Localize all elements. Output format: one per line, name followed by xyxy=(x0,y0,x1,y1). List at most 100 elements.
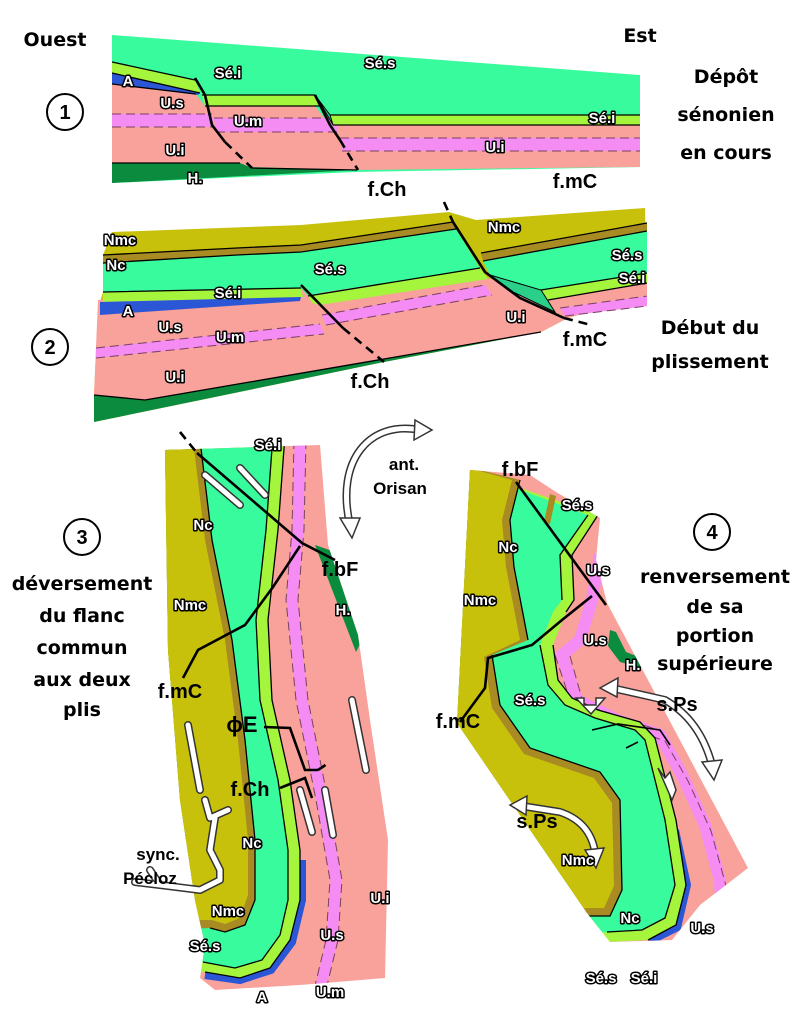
stage-number-circle xyxy=(31,328,69,366)
section-3: Sé.i Nc H. Nmc Nc Nmc Sé.s A U.s U.m U.i… xyxy=(12,418,434,1008)
syncline-arrow-icon xyxy=(609,685,715,768)
layer-label: Nc xyxy=(106,257,125,274)
east-label: Est xyxy=(623,25,656,47)
syncline-label: sync. xyxy=(136,845,179,864)
fault-line-fch-hidden xyxy=(317,760,331,772)
layer-label: A xyxy=(123,73,134,90)
layer-label: H. xyxy=(626,657,641,674)
fault-line-fch-hidden xyxy=(342,326,385,364)
layer-label: U.i xyxy=(165,369,184,386)
stage-number: 3 xyxy=(76,527,87,549)
layer-label: U.i xyxy=(370,890,389,907)
layer-label: A xyxy=(123,303,134,320)
fault-label-fmc: f.mC xyxy=(158,681,202,703)
layer-label: Nmc xyxy=(562,852,595,869)
layer-label: Sé.i xyxy=(619,270,646,287)
layer-label: A xyxy=(257,989,268,1006)
stage-caption: commun xyxy=(37,637,128,659)
layer-label: Sé.s xyxy=(315,261,346,278)
layer-label: H. xyxy=(188,170,203,187)
section-2: Nmc Nc Sé.s Sé.i A U.s U.m U.i Nmc Sé.s … xyxy=(31,201,769,422)
stage-number-circle xyxy=(46,93,84,131)
stage-caption: renversement xyxy=(640,566,790,588)
dashed-boundary xyxy=(112,113,640,152)
anticline-arrow-icon xyxy=(344,426,423,528)
stage-caption: aux deux xyxy=(33,669,131,691)
layer-label: Sé.s xyxy=(586,970,617,987)
layer-label: Sé.i xyxy=(215,65,242,82)
west-label: Ouest xyxy=(24,29,87,51)
fault-label-fbf: f.bF xyxy=(322,559,359,581)
syncline-symbol-icon xyxy=(132,797,231,893)
shear-arrow-icon xyxy=(185,697,369,838)
fault-line-fmc xyxy=(181,545,302,679)
layer-albien xyxy=(204,860,306,985)
fault-line-fmc-hidden xyxy=(563,316,592,327)
layer-label: Nmc xyxy=(488,219,521,236)
fault-line-fch xyxy=(193,77,227,143)
stage-caption: du flanc xyxy=(39,605,124,627)
layer-nc xyxy=(544,494,556,524)
layer-label: H. xyxy=(336,602,351,619)
fault-label-fmc: f.mC xyxy=(553,171,597,193)
layer-label: U.m xyxy=(216,329,244,346)
arrowhead-icon xyxy=(598,676,724,782)
stage-number-circle xyxy=(693,513,731,551)
layer-label: Nmc xyxy=(174,597,207,614)
dashed-boundary xyxy=(95,284,648,359)
layer-hauterivien xyxy=(315,545,362,652)
layer-label: U.s xyxy=(158,319,181,336)
stage-caption: Dépôt xyxy=(694,66,758,88)
layer-label: Sé.i xyxy=(255,437,282,454)
fault-line-fch-hidden xyxy=(224,141,253,169)
shear-arrow-icon xyxy=(202,465,268,508)
layer-label: Sé.i xyxy=(215,285,242,302)
layer-label: Nc xyxy=(193,517,212,534)
layer-label: Nmc xyxy=(212,903,245,920)
stage-caption: Début du xyxy=(661,317,760,339)
layer-boundaries xyxy=(491,479,687,941)
layer-label: U.m xyxy=(316,984,344,1001)
stage-number: 2 xyxy=(44,337,55,359)
layer-label: Nmc xyxy=(104,232,137,249)
stage-caption: portion xyxy=(676,625,754,647)
fault-line-fbf xyxy=(196,452,336,562)
layer-label: Sé.i xyxy=(631,970,658,987)
stage-number-circle xyxy=(63,518,101,556)
fault-line-fmc xyxy=(313,94,342,141)
layer-boundaries xyxy=(111,61,640,171)
layer-hauterivien xyxy=(112,163,357,183)
fault-line-minor xyxy=(591,723,671,749)
layer-label: Sé.i xyxy=(589,110,616,127)
section-4: f.bF f.mC Sé.s Nc U.s Nmc U.s H. Sé.s Nm… xyxy=(436,459,790,989)
fault-line-fmc-hidden xyxy=(442,201,455,223)
fault-line-fmc-hidden xyxy=(338,139,360,171)
stage-number: 4 xyxy=(706,522,718,544)
layer-label: U.s xyxy=(586,562,609,579)
syncline-label: Pécloz xyxy=(123,869,177,888)
dashed-boundary xyxy=(285,445,343,990)
layer-urgonien-moyen xyxy=(96,285,647,358)
syncline-arrow-icon xyxy=(519,803,598,855)
fault-label-fmc: f.mC xyxy=(436,711,480,733)
layer-label: Nmc xyxy=(464,592,497,609)
layer-label: Sé.s xyxy=(562,497,593,514)
layer-senonien-sup xyxy=(103,229,647,296)
layer-urgonien-moyen xyxy=(286,445,342,990)
layer-nc xyxy=(103,222,647,263)
layer-label: Sé.s xyxy=(190,938,221,955)
fault-line-fbf-hidden xyxy=(178,431,199,454)
layer-senonien-inf xyxy=(103,268,647,305)
layer-urgonien-moyen xyxy=(112,114,640,151)
layer-label: Nc xyxy=(242,835,261,852)
fault-label-fch: f.Ch xyxy=(368,179,407,201)
syncline-label: s.Ps xyxy=(656,694,697,716)
layer-label: U.i xyxy=(485,139,504,156)
stage-caption: supérieure xyxy=(657,653,773,675)
layer-hauterivien xyxy=(608,630,662,670)
layer-label: U.s xyxy=(160,95,183,112)
layer-label: U.m xyxy=(234,113,262,130)
anticline-label: Orisan xyxy=(373,479,427,498)
stage-caption: déversement xyxy=(12,573,153,595)
